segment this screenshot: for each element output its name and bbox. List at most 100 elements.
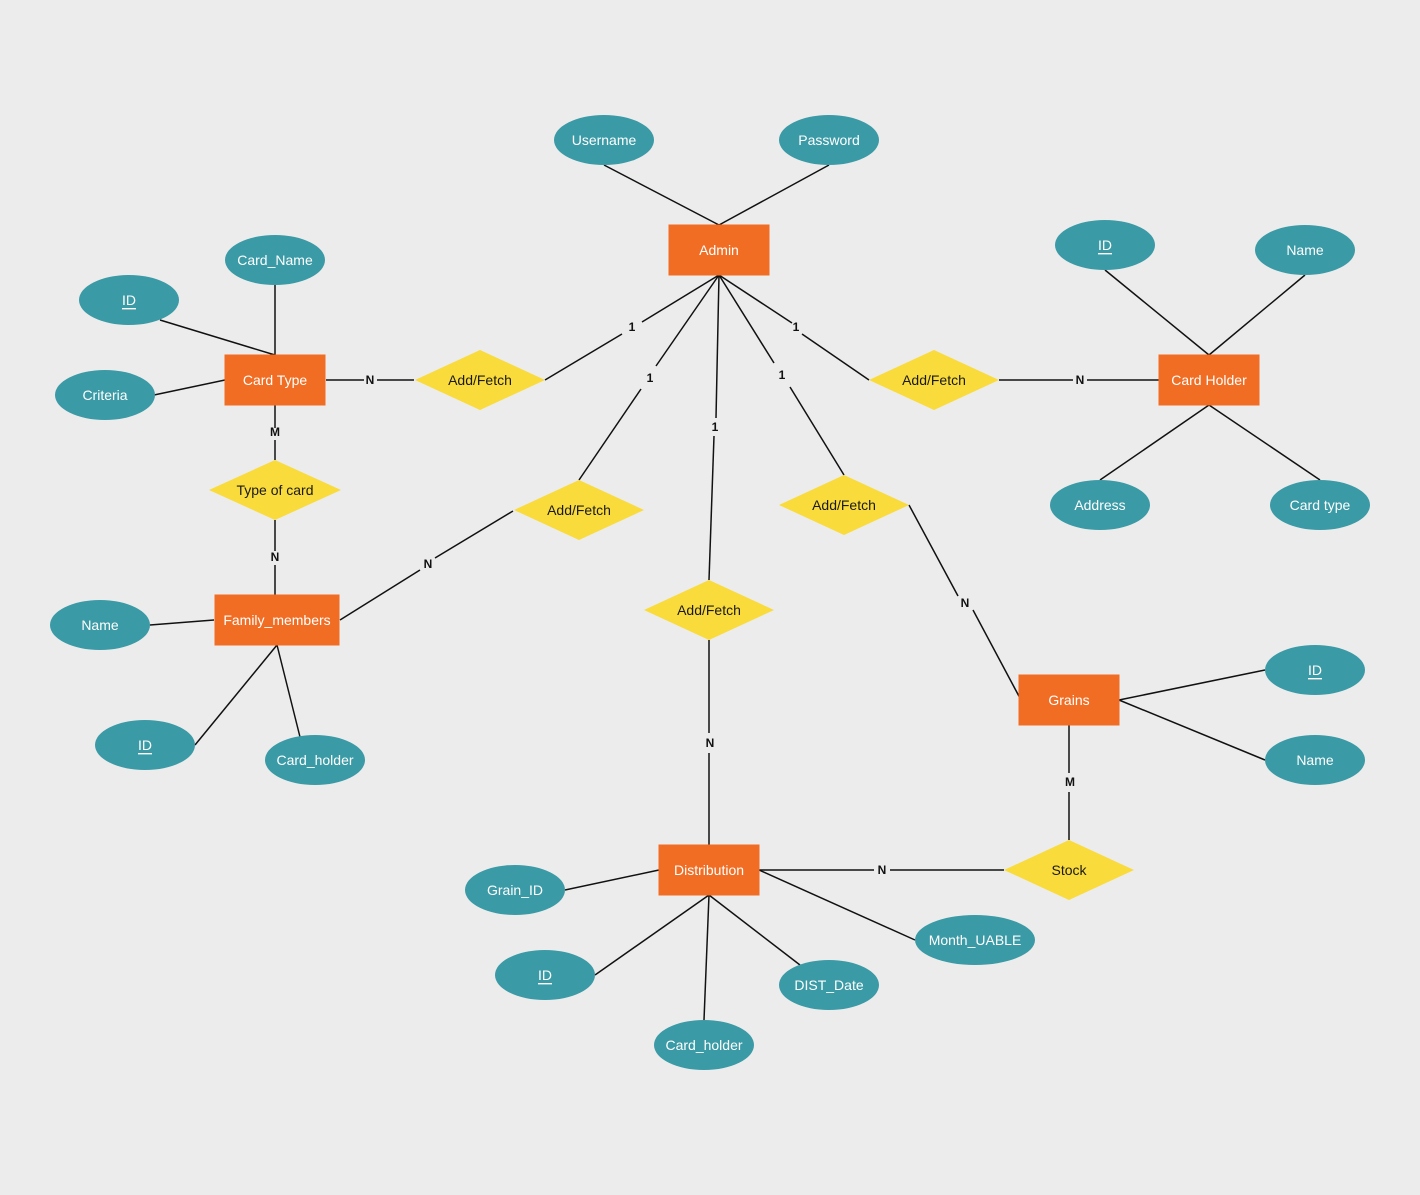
connector-line	[159, 319, 276, 356]
attribute-ellipse	[554, 115, 654, 165]
attribute-ellipse	[465, 865, 565, 915]
relationship-label: Add/Fetch	[677, 602, 741, 618]
connector-line	[564, 869, 660, 891]
attribute-di-month[interactable]: Month_UABLE	[915, 915, 1035, 965]
attribute-label: Card type	[1290, 497, 1351, 513]
cardinality-c-fm-type: N	[271, 550, 280, 564]
entity-admin[interactable]: Admin	[668, 224, 770, 276]
attribute-gr-id[interactable]: ID	[1265, 645, 1365, 695]
attribute-ellipse	[79, 275, 179, 325]
key-attribute-label: ID	[138, 737, 152, 753]
cardinality-c-ct-rel: N	[366, 373, 375, 387]
relationship-rel-fm[interactable]: Add/Fetch	[514, 480, 644, 540]
key-attribute-label: ID	[538, 967, 552, 983]
entity-label: Family_members	[223, 612, 330, 628]
connector-line	[578, 388, 642, 481]
relationship-diamond	[415, 350, 545, 410]
entity-label: Card Holder	[1171, 372, 1247, 388]
attribute-di-dist-date[interactable]: DIST_Date	[779, 960, 879, 1010]
attribute-label: Criteria	[82, 387, 127, 403]
cardinality-c-admin-gr: 1	[779, 368, 786, 382]
entity-card-type[interactable]: Card Type	[224, 354, 326, 406]
entity-box	[1018, 674, 1120, 726]
connector-line	[276, 644, 301, 738]
entity-label: Grains	[1048, 692, 1089, 708]
attribute-admin-password[interactable]: Password	[779, 115, 879, 165]
connector-line	[655, 274, 720, 367]
attribute-ct-card-name[interactable]: Card_Name	[225, 235, 325, 285]
key-attribute-label: ID	[1308, 662, 1322, 678]
connector-line	[972, 609, 1022, 701]
attribute-label: Card_Name	[237, 252, 313, 268]
relationship-label: Add/Fetch	[902, 372, 966, 388]
relationship-rel-gr[interactable]: Add/Fetch	[779, 475, 909, 535]
connector-line	[1099, 404, 1210, 481]
attribute-ch-card-type[interactable]: Card type	[1270, 480, 1370, 530]
relationship-diamond	[209, 460, 341, 520]
relationship-rel-stock[interactable]: Stock	[1004, 840, 1134, 900]
connector-line	[153, 379, 226, 396]
attribute-ellipse	[1255, 225, 1355, 275]
entity-family-members[interactable]: Family_members	[214, 594, 340, 646]
connector-line	[603, 164, 720, 226]
entity-box	[668, 224, 770, 276]
entity-label: Distribution	[674, 862, 744, 878]
attribute-ch-name[interactable]: Name	[1255, 225, 1355, 275]
attribute-ellipse	[495, 950, 595, 1000]
attribute-ch-id[interactable]: ID	[1055, 220, 1155, 270]
entity-distribution[interactable]: Distribution	[658, 844, 760, 896]
relationship-rel-di[interactable]: Add/Fetch	[644, 580, 774, 640]
connector-line	[1118, 699, 1266, 761]
attribute-di-id[interactable]: ID	[495, 950, 595, 1000]
connector-line	[908, 504, 959, 597]
connector-line	[1208, 274, 1306, 356]
attribute-label: DIST_Date	[794, 977, 863, 993]
attribute-ellipse	[1265, 735, 1365, 785]
key-attribute-label: ID	[1098, 237, 1112, 253]
attribute-fm-id[interactable]: ID	[95, 720, 195, 770]
attribute-label: Address	[1074, 497, 1125, 513]
attribute-ellipse	[225, 235, 325, 285]
cardinality-c-di-rel: N	[706, 736, 715, 750]
cardinality-c-admin-ch: 1	[793, 320, 800, 334]
attribute-ellipse	[1050, 480, 1150, 530]
attribute-label: Name	[1286, 242, 1324, 258]
connector-line	[801, 333, 870, 381]
connector-line	[594, 894, 710, 976]
attribute-fm-card-holder[interactable]: Card_holder	[265, 735, 365, 785]
attribute-ct-criteria[interactable]: Criteria	[55, 370, 155, 420]
attribute-di-card-holder[interactable]: Card_holder	[654, 1020, 754, 1070]
attribute-di-grain-id[interactable]: Grain_ID	[465, 865, 565, 915]
entity-card-holder[interactable]: Card Holder	[1158, 354, 1260, 406]
cardinality-c-admin-fm: 1	[647, 371, 654, 385]
connector-line	[641, 274, 720, 323]
cardinality-c-admin-di: 1	[712, 420, 719, 434]
attribute-ct-id[interactable]: ID	[79, 275, 179, 325]
attribute-label: Grain_ID	[487, 882, 543, 898]
relationship-label: Stock	[1051, 862, 1087, 878]
relationship-rel-type[interactable]: Type of card	[209, 460, 341, 520]
attribute-ch-address[interactable]: Address	[1050, 480, 1150, 530]
connector-line	[1118, 669, 1266, 701]
connector-line	[1208, 404, 1321, 481]
relationship-diamond	[869, 350, 999, 410]
entity-box	[214, 594, 340, 646]
relationship-label: Add/Fetch	[448, 372, 512, 388]
entity-grains[interactable]: Grains	[1018, 674, 1120, 726]
connector-line	[715, 274, 720, 419]
relationship-rel-ch[interactable]: Add/Fetch	[869, 350, 999, 410]
attribute-gr-name[interactable]: Name	[1265, 735, 1365, 785]
attribute-admin-username[interactable]: Username	[554, 115, 654, 165]
attribute-label: Username	[572, 132, 637, 148]
attribute-fm-name[interactable]: Name	[50, 600, 150, 650]
entity-box	[1158, 354, 1260, 406]
attribute-ellipse	[1270, 480, 1370, 530]
relationship-label: Add/Fetch	[812, 497, 876, 513]
relationship-rel-ct[interactable]: Add/Fetch	[415, 350, 545, 410]
entity-label: Card Type	[243, 372, 308, 388]
connector-line	[758, 869, 916, 941]
attribute-ellipse	[1055, 220, 1155, 270]
